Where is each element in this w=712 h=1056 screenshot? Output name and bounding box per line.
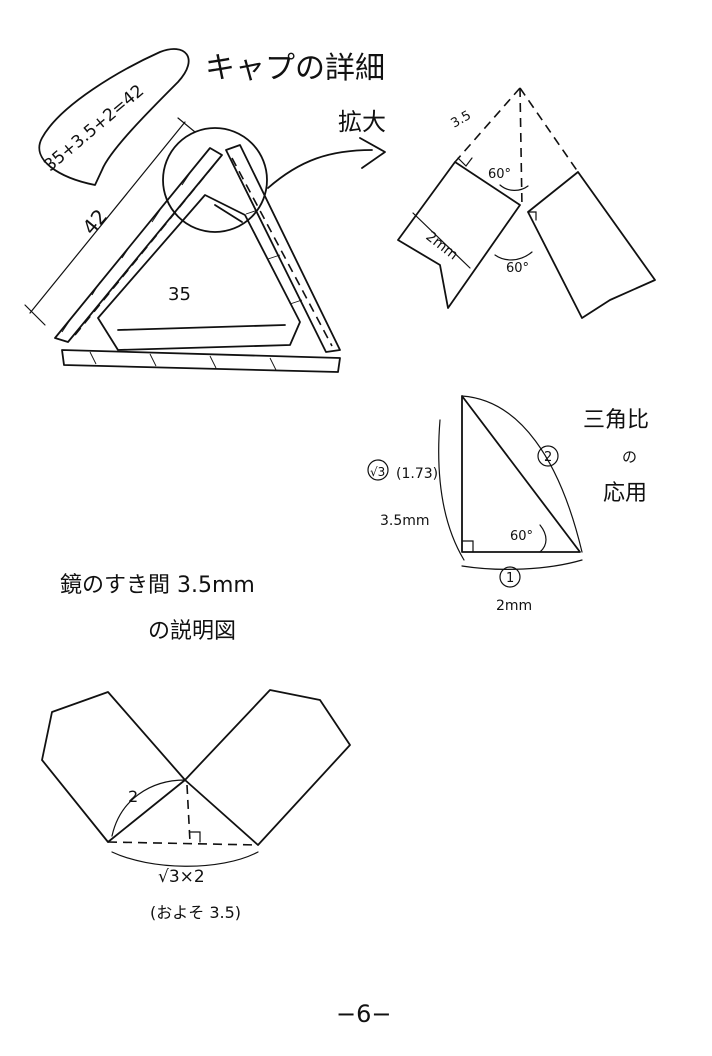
thickness-arrow xyxy=(412,212,471,269)
gap-title-2: の説明図 xyxy=(148,619,236,644)
inner-dashed-edge xyxy=(74,159,219,336)
right-triangle xyxy=(461,395,581,553)
side-2-label: 2 xyxy=(544,450,552,465)
circle-mark xyxy=(499,566,521,588)
side-arc-hyp xyxy=(461,395,583,553)
ratio-title-3: 応用 xyxy=(603,481,647,506)
left-mirror xyxy=(54,147,223,343)
zoom-arrow-head xyxy=(359,137,386,169)
gap-formula: √3×2 xyxy=(158,867,205,887)
gap-label: 3.5 xyxy=(449,108,474,131)
zoom-detail: 3.5 60° 2mm 60° xyxy=(397,87,656,319)
side-sqrt3: √3 xyxy=(370,465,385,479)
angle-top-label: 60° xyxy=(488,167,511,182)
cap-block-edge xyxy=(117,324,286,331)
right-mirror xyxy=(225,144,341,353)
side-arc-bottom xyxy=(461,559,583,570)
angle-bottom-label: 60° xyxy=(506,261,529,276)
side-1-value: 2mm xyxy=(496,598,532,614)
width-arc xyxy=(111,851,259,867)
bottom-mirror xyxy=(61,349,341,373)
edge-label: 2 xyxy=(128,787,138,806)
mirror-gap: 鏡のすき間 3.5mm の説明図 2 √3×2 (およそ 3.5) xyxy=(41,573,351,922)
zoom-arrow xyxy=(267,149,373,189)
right-angle-mark xyxy=(461,540,474,553)
gap-title-1: 鏡のすき間 3.5mm xyxy=(60,573,255,598)
right-angle-mark xyxy=(457,157,473,167)
right-angle-mark xyxy=(527,211,537,221)
zoom-label: 拡大 xyxy=(338,108,386,136)
cap-block-edge xyxy=(214,204,243,223)
dashed-center xyxy=(519,87,523,209)
outer-length-label: 42 xyxy=(77,204,112,239)
outer-dimension-tick xyxy=(177,117,196,133)
page-number: −6− xyxy=(336,1000,392,1028)
left-mirror-board xyxy=(41,691,186,843)
gap-dashed-line xyxy=(107,841,259,846)
angle-arc-bottom xyxy=(494,251,533,261)
formula-bubble xyxy=(38,48,190,186)
angle-arc xyxy=(539,524,547,553)
outer-dimension-tick xyxy=(24,304,46,326)
right-angle-mark xyxy=(189,831,201,843)
edge-arc xyxy=(111,779,186,837)
outer-dimension-line xyxy=(29,121,186,314)
side-arc-left xyxy=(438,419,465,561)
angle-arc-top xyxy=(499,184,529,191)
right-board xyxy=(527,171,656,319)
ratio-title-2: の xyxy=(622,448,637,466)
dashed-right xyxy=(519,87,579,173)
gap-height-line xyxy=(186,784,191,843)
gap-approx: (およそ 3.5) xyxy=(150,903,241,922)
side-sqrt3-approx: (1.73) xyxy=(396,466,438,482)
side-1-label: 1 xyxy=(506,571,514,586)
right-mirror-board xyxy=(184,689,351,846)
trig-ratio: 三角比 の 応用 √3 (1.73) 3.5mm 2 60° 1 2mm xyxy=(367,395,649,614)
cap-block xyxy=(97,194,301,351)
inner-length-label: 35 xyxy=(168,284,191,305)
zoom-circle xyxy=(162,127,268,233)
left-board xyxy=(397,161,521,309)
dashed-left xyxy=(454,87,521,163)
ratio-title-1: 三角比 xyxy=(583,408,649,433)
angle-label: 60° xyxy=(510,529,533,544)
circle-mark xyxy=(537,445,559,467)
cap-detail-title: キャプの詳細 xyxy=(205,51,385,86)
inner-dashed-edge xyxy=(231,157,333,347)
side-sqrt3-value: 3.5mm xyxy=(380,513,430,529)
circle-mark xyxy=(367,459,389,481)
